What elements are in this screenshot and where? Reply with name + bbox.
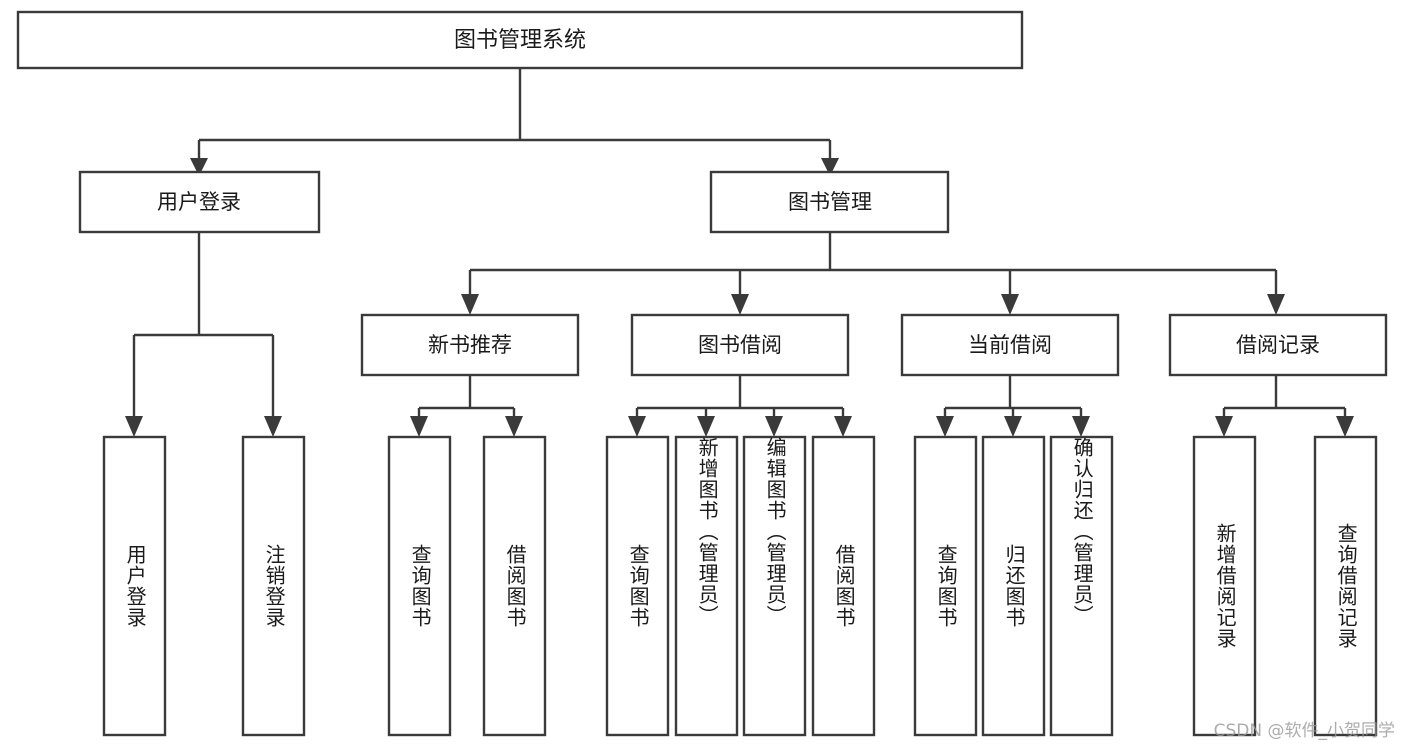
node-leaf-1-box[interactable]	[102, 435, 167, 737]
node-borrow[interactable]: 图书借阅	[630, 313, 850, 377]
arrowhead-leaf-3	[410, 416, 428, 437]
node-leaf-7-box[interactable]	[742, 435, 807, 737]
node-current-box[interactable]	[900, 313, 1120, 377]
node-leaf-5-box[interactable]	[605, 435, 670, 737]
node-records-label: 借阅记录	[1236, 333, 1320, 357]
node-leaf-3-box[interactable]	[387, 435, 452, 737]
arrowhead-leaf-2	[264, 416, 282, 437]
node-newbook-box[interactable]	[360, 313, 580, 377]
arrowhead-leaf-5	[628, 416, 646, 437]
arrowhead-login	[190, 158, 208, 176]
node-current[interactable]: 当前借阅	[900, 313, 1120, 377]
node-root-box[interactable]	[16, 10, 1024, 70]
arrowhead-leaf-6	[697, 416, 715, 437]
arrowhead-leaf-9	[936, 416, 954, 437]
node-leaf-13-box[interactable]	[1313, 435, 1378, 737]
node-leaf-10-box[interactable]	[981, 435, 1046, 737]
arrowhead-leaf-8	[834, 416, 852, 437]
arrowhead-current	[1001, 294, 1019, 315]
leaf-box-layer	[102, 435, 1378, 737]
node-records[interactable]: 借阅记录	[1168, 313, 1388, 377]
arrowhead-leaf-10	[1004, 416, 1022, 437]
node-current-label: 当前借阅	[968, 333, 1052, 357]
node-leaf-8-box[interactable]	[811, 435, 876, 737]
node-bookmgmt[interactable]: 图书管理	[709, 170, 950, 234]
arrowhead-leaf-13	[1336, 416, 1354, 437]
node-borrow-box[interactable]	[630, 313, 850, 377]
node-root-label: 图书管理系统	[454, 28, 586, 53]
node-borrow-label: 图书借阅	[698, 333, 782, 357]
arrowhead-bookmgmt	[821, 158, 839, 176]
node-root[interactable]: 图书管理系统	[16, 10, 1024, 70]
arrowhead-leaf-7	[765, 416, 783, 437]
node-records-box[interactable]	[1168, 313, 1388, 377]
arrowhead-leaf-1	[125, 416, 143, 437]
arrowhead-records	[1267, 294, 1285, 315]
node-login-label: 用户登录	[157, 190, 241, 214]
node-bookmgmt-label: 图书管理	[788, 190, 872, 214]
arrowhead-leaf-12	[1215, 416, 1233, 437]
node-leaf-11-box[interactable]	[1049, 435, 1114, 737]
node-leaf-9-box[interactable]	[913, 435, 978, 737]
arrowhead-leaf-4	[505, 416, 523, 437]
node-newbook-label: 新书推荐	[428, 333, 512, 357]
node-login[interactable]: 用户登录	[78, 170, 321, 234]
arrowhead-leaf-11	[1072, 416, 1090, 437]
node-bookmgmt-box[interactable]	[709, 170, 950, 234]
node-login-box[interactable]	[78, 170, 321, 234]
node-leaf-12-box[interactable]	[1192, 435, 1257, 737]
node-leaf-4-box[interactable]	[482, 435, 547, 737]
node-newbook[interactable]: 新书推荐	[360, 313, 580, 377]
connector-layer	[125, 68, 1354, 437]
node-leaf-2-box[interactable]	[241, 435, 306, 737]
node-leaf-6-box[interactable]	[674, 435, 739, 737]
arrowhead-newbook	[461, 294, 479, 315]
arrowhead-borrow	[731, 294, 749, 315]
